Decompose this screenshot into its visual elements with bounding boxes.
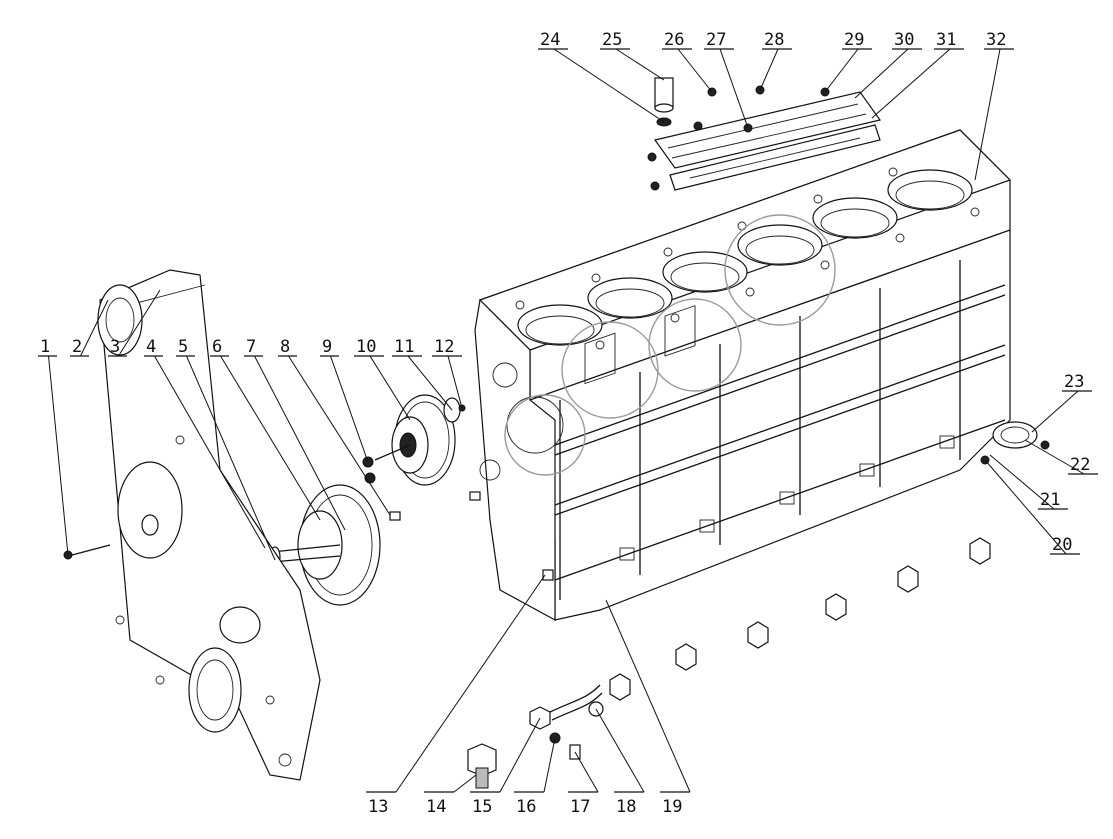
callout-leader-11 — [407, 355, 453, 411]
callout-leader-2 — [80, 299, 109, 357]
callout-leader-26 — [677, 48, 713, 93]
piston-cooling-nozzles — [609, 537, 991, 701]
callout-leader-20 — [984, 459, 1067, 555]
callout-label-10: 10 — [356, 337, 376, 357]
callout-label-26: 26 — [664, 30, 684, 50]
watermark — [504, 214, 836, 476]
callout-label-11: 11 — [394, 337, 414, 357]
callout-label-14: 14 — [426, 797, 446, 817]
callout-leader-14 — [453, 774, 477, 793]
engine-block — [474, 129, 1050, 622]
callout-leader-13 — [395, 574, 546, 793]
callout-label-25: 25 — [602, 30, 622, 50]
callout-label-17: 17 — [570, 797, 590, 817]
callout-leader-4 — [154, 355, 266, 549]
callout-label-22: 22 — [1070, 455, 1090, 475]
callout-label-3: 3 — [110, 337, 120, 357]
callout-leader-25 — [615, 48, 665, 81]
callout-label-7: 7 — [246, 337, 256, 357]
callout-leader-5 — [186, 355, 276, 561]
callout-label-24: 24 — [540, 30, 560, 50]
callout-label-8: 8 — [280, 337, 290, 357]
callout-leader-8 — [288, 355, 391, 516]
callout-leader-19 — [605, 599, 691, 793]
callout-leader-3 — [118, 289, 161, 357]
idler-gear-assembly — [362, 394, 481, 501]
callout-leader-28 — [759, 48, 779, 91]
callout-label-2: 2 — [72, 337, 82, 357]
callout-label-6: 6 — [212, 337, 222, 357]
callout-leader-10 — [369, 355, 411, 421]
callout-leader-7 — [254, 355, 346, 531]
callout-leader-27 — [719, 48, 749, 129]
callout-label-21: 21 — [1040, 490, 1060, 510]
callout-leader-29 — [824, 48, 859, 93]
callout-leader-24 — [553, 48, 665, 123]
callout-label-19: 19 — [662, 797, 682, 817]
callout-leader-16 — [543, 737, 556, 793]
callout-label-30: 30 — [894, 30, 914, 50]
callout-leader-15 — [499, 717, 541, 793]
timing-cover — [63, 269, 321, 781]
callout-label-4: 4 — [146, 337, 156, 357]
callout-leader-23 — [1031, 390, 1079, 433]
callout-label-9: 9 — [322, 337, 332, 357]
callout-leader-1 — [48, 355, 69, 556]
callout-label-13: 13 — [368, 797, 388, 817]
callout-leader-31 — [871, 48, 951, 119]
callout-label-31: 31 — [936, 30, 956, 50]
callout-leader-18 — [595, 708, 645, 793]
callout-leader-21 — [989, 454, 1055, 510]
callout-leader-12 — [447, 355, 463, 409]
callout-label-20: 20 — [1052, 535, 1072, 555]
callout-leader-9 — [330, 355, 369, 463]
callout-leader-30 — [854, 48, 909, 99]
head-gasket — [653, 91, 882, 191]
callout-label-29: 29 — [844, 30, 864, 50]
callout-leader-32 — [974, 48, 1001, 181]
callout-label-27: 27 — [706, 30, 726, 50]
callout-label-12: 12 — [434, 337, 454, 357]
callout-label-32: 32 — [986, 30, 1006, 50]
callout-label-15: 15 — [472, 797, 492, 817]
callout-label-5: 5 — [178, 337, 188, 357]
callout-leader-6 — [220, 355, 321, 521]
callout-label-23: 23 — [1064, 372, 1084, 392]
callout-leader-17 — [574, 751, 599, 793]
callout-label-16: 16 — [516, 797, 536, 817]
callout-label-18: 18 — [616, 797, 636, 817]
callout-label-1: 1 — [40, 337, 50, 357]
callout-label-28: 28 — [764, 30, 784, 50]
callout-leader-22 — [1024, 439, 1085, 475]
